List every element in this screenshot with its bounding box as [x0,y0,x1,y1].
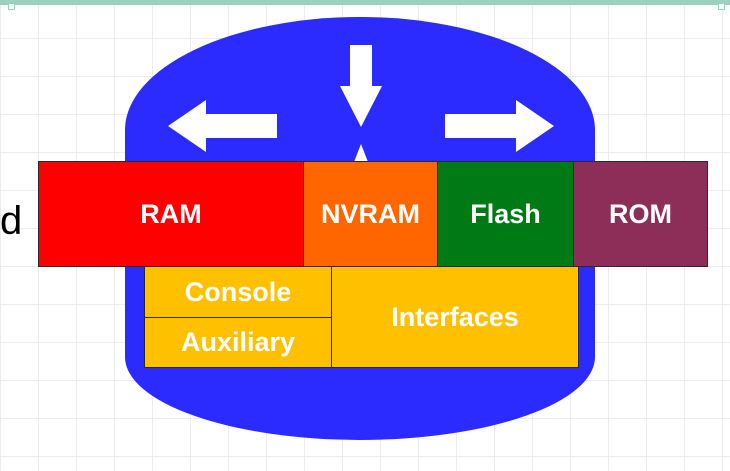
memory-label-rom: ROM [609,198,672,229]
up-arrow-tip-icon [354,144,368,162]
port-label-auxiliary: Auxiliary [180,327,296,357]
memory-block-ram: RAM [38,161,304,267]
memory-label-flash: Flash [470,198,541,229]
port-block-console: Console [144,266,332,318]
memory-label-ram: RAM [140,198,202,229]
memory-block-nvram: NVRAM [303,161,438,267]
right-arrow-icon [445,100,554,152]
port-block-auxiliary: Auxiliary [144,317,332,368]
memory-label-nvram: NVRAM [321,198,420,229]
down-arrow-icon [340,45,382,127]
cut-off-text: d [0,199,20,243]
memory-block-flash: Flash [437,161,574,267]
port-label-interfaces: Interfaces [391,301,519,332]
port-block-interfaces: Interfaces [331,266,579,368]
top-rule-bar [0,0,730,5]
memory-block-rom: ROM [573,161,708,267]
rule-marker [718,3,725,10]
rule-marker [8,3,15,10]
left-arrow-icon [168,100,277,152]
port-label-console: Console [184,276,292,307]
top-rule [0,0,730,14]
